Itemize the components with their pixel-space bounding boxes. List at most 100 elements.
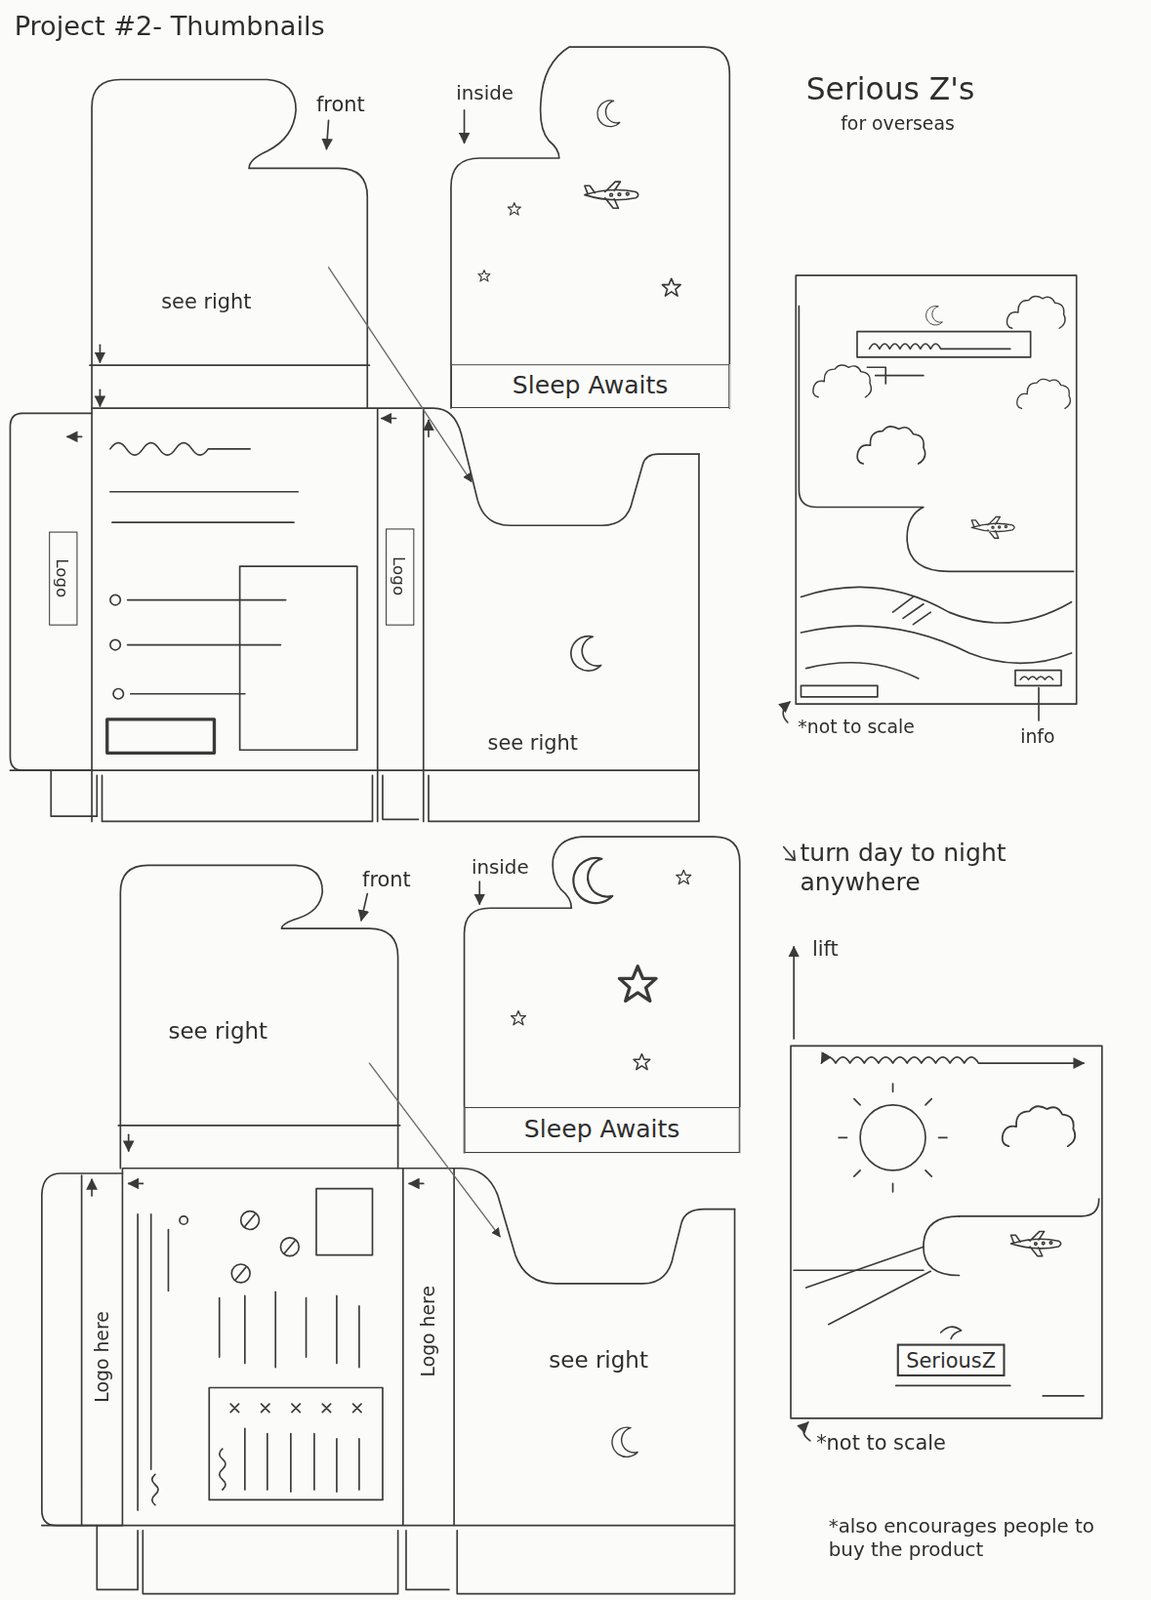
sketch-note: *not to scale <box>816 1430 946 1455</box>
pointer-arrow <box>478 881 481 905</box>
text-box: Logo <box>386 528 414 625</box>
squiggle <box>152 1474 159 1505</box>
fold-arrow <box>381 417 397 420</box>
text-lines <box>219 1291 360 1367</box>
leader-line <box>1037 687 1040 720</box>
text-lines <box>137 1214 168 1511</box>
fold-arrow <box>427 420 430 438</box>
lift-arrow <box>792 946 795 1039</box>
fold-line <box>89 364 370 367</box>
bullet <box>110 594 121 605</box>
box-label: Sleep Awaits <box>512 371 669 402</box>
sketch-note: front <box>362 866 412 892</box>
fold-arrow <box>99 389 102 407</box>
page-title: Project #2- Thumbnails <box>14 9 326 42</box>
box-label: Sleep Awaits <box>524 1115 681 1146</box>
product-box-outline <box>790 1045 1103 1418</box>
bullet <box>179 1216 188 1225</box>
bottom-tabs <box>50 770 699 822</box>
underline <box>896 1385 1084 1396</box>
table-squiggle <box>219 1448 226 1490</box>
moon-icon <box>571 636 602 672</box>
sketch-note: see right <box>488 730 578 755</box>
pointer-arrow <box>326 120 329 149</box>
star-icon <box>478 270 491 283</box>
image-placeholder <box>316 1189 372 1256</box>
sketch-note: Logo here <box>90 1311 114 1402</box>
sketch-note: *also encourages people to buy the produ… <box>828 1514 1125 1562</box>
hill-lines <box>800 586 1071 679</box>
plane-icon <box>971 516 1015 538</box>
sketch-note: inside <box>455 82 514 106</box>
box-label: Logo <box>389 556 410 596</box>
inside-flap-outline <box>464 836 740 1153</box>
sketch-note: *not to scale <box>797 716 915 740</box>
bullet <box>113 689 124 699</box>
headline-squiggle <box>110 443 250 456</box>
box-label: Logo <box>52 558 73 598</box>
star-icon <box>510 1011 526 1026</box>
star-icon <box>661 278 681 296</box>
image-placeholder <box>240 566 358 750</box>
table-marks <box>230 1403 362 1412</box>
info-table <box>208 1387 383 1500</box>
pointer-arrow <box>463 110 466 143</box>
text-box: Sleep Awaits <box>451 364 730 409</box>
star-icon <box>633 1054 651 1070</box>
perspective-lines <box>806 1246 932 1324</box>
thumb-cutout <box>453 1168 735 1284</box>
table-lines <box>245 1428 360 1492</box>
cloud-icon <box>1017 378 1071 409</box>
moon-icon <box>597 100 620 127</box>
leader-line <box>328 267 472 482</box>
fold-arrow <box>67 436 83 439</box>
star-icon <box>507 203 521 215</box>
thumb-cutout <box>423 408 699 526</box>
star-icon <box>676 869 692 884</box>
inside-flap-outline <box>451 46 730 409</box>
grass-marks <box>893 596 932 624</box>
sketch-note: see right <box>548 1347 649 1375</box>
product-box-outline <box>795 275 1076 704</box>
text-box: Sleep Awaits <box>464 1107 740 1153</box>
tag-line <box>866 367 923 384</box>
curved-arrow <box>803 1422 811 1441</box>
fold-line <box>118 1124 400 1127</box>
sun-rays <box>838 1083 947 1193</box>
icon-slash <box>235 1214 295 1280</box>
cloud-icon <box>1006 295 1066 329</box>
plane-icon <box>584 181 639 208</box>
moon-icon <box>612 1427 638 1457</box>
bottom-tabs <box>96 1525 735 1595</box>
cloud-icon <box>1002 1106 1075 1147</box>
plane-icon <box>1011 1231 1062 1256</box>
text-lines <box>110 492 298 695</box>
fold-arrow <box>99 344 102 363</box>
fold-arrow <box>409 1183 424 1186</box>
label-squiggle <box>869 343 1011 349</box>
top-squiggle <box>821 1057 1084 1064</box>
lid-flap-outline <box>798 306 1073 573</box>
sun-circle <box>860 1105 926 1171</box>
sketch-note: front <box>316 91 366 117</box>
sketch-note: for overseas <box>840 112 955 135</box>
lid-flap-outline <box>793 1198 1100 1271</box>
sketch-note: lift <box>812 936 839 961</box>
box-label: SeriousZ <box>904 1347 998 1372</box>
pointer-arrow <box>361 894 368 921</box>
bullet <box>110 639 121 650</box>
sketch-note: see right <box>167 1018 268 1046</box>
curved-arrow <box>782 701 790 723</box>
glue-flap-outline <box>9 412 92 771</box>
moon-icon <box>573 858 613 904</box>
cloud-icon <box>857 426 925 464</box>
box-body-outline <box>41 1168 736 1526</box>
barcode-box <box>107 719 215 753</box>
bottom-bar <box>800 685 877 697</box>
info-box <box>1015 670 1062 687</box>
fold-arrow <box>90 1179 93 1196</box>
sketch-note: Serious Z's <box>806 71 976 109</box>
front-flap-outline <box>120 864 398 1168</box>
fold-arrow <box>128 1183 144 1186</box>
